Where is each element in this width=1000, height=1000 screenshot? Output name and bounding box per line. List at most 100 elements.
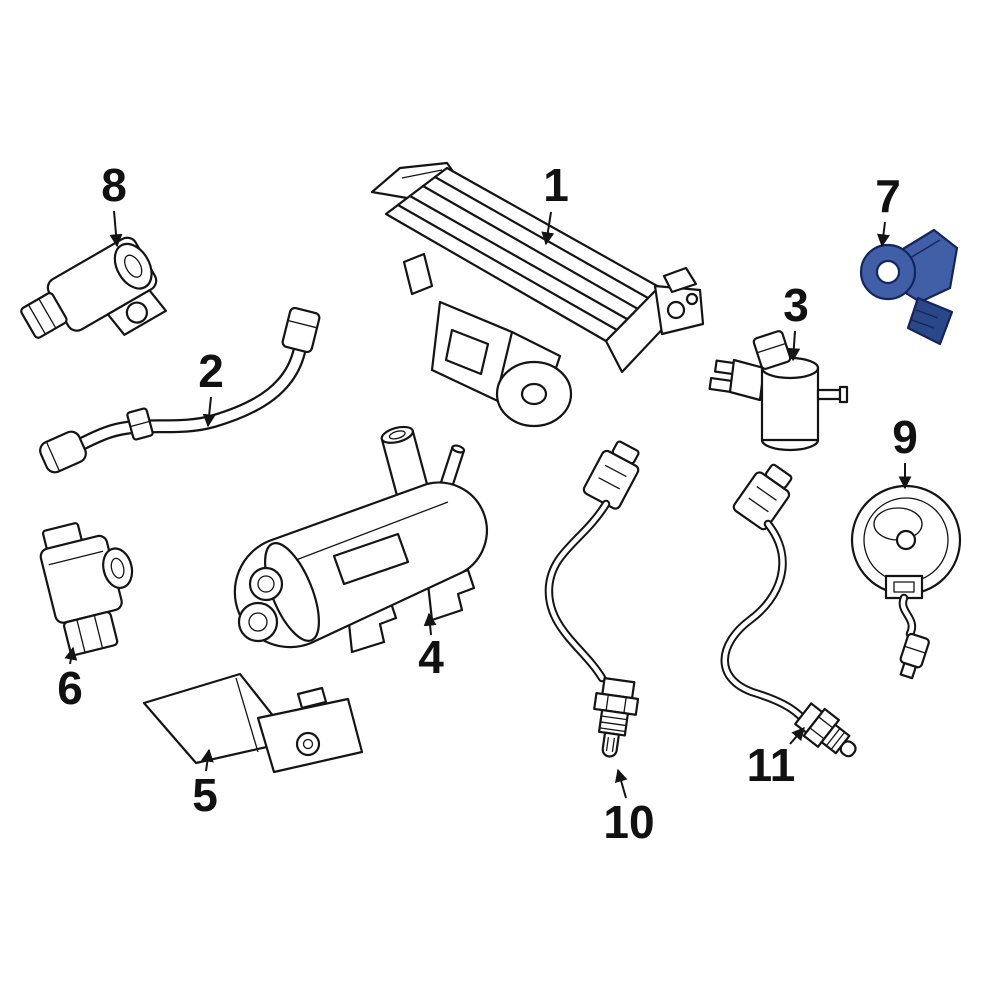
part-8-boss-hole bbox=[124, 254, 143, 278]
part-2-tube-drawing bbox=[39, 306, 321, 474]
part-4-port-lower bbox=[237, 601, 279, 643]
part-4-port-upper-hole bbox=[257, 575, 275, 593]
callout-4-arrow bbox=[423, 612, 437, 636]
part-4-canister-drawing bbox=[233, 425, 488, 654]
part-4-neck-hole bbox=[388, 430, 406, 440]
callout-3-label: 3 bbox=[783, 279, 809, 331]
part-7-ridge-line bbox=[909, 239, 941, 259]
part-1-small-stub bbox=[402, 252, 434, 296]
callout-5-label: 5 bbox=[192, 769, 218, 821]
callout-7-label: 7 bbox=[875, 170, 901, 222]
part-4-endcap bbox=[264, 542, 320, 642]
part-10-connector-lines bbox=[598, 464, 627, 490]
callout-6-label: 6 bbox=[57, 662, 83, 714]
callout-1-arrow bbox=[541, 211, 555, 246]
part-7-connector bbox=[906, 296, 954, 346]
part-1-plate-window bbox=[444, 328, 490, 376]
part-7-ring-hole bbox=[875, 259, 901, 285]
part-8-mount-hole bbox=[125, 301, 148, 324]
callout-11-arrow bbox=[789, 727, 805, 745]
callout-4-label: 4 bbox=[418, 631, 444, 683]
part-3-top-connector-line bbox=[756, 342, 786, 354]
part-5-protector-drawing bbox=[142, 672, 364, 774]
part-5-tab bbox=[296, 686, 328, 710]
part-10-hex-facets bbox=[605, 694, 627, 714]
part-11-connector bbox=[732, 471, 791, 531]
callout-6-arrow bbox=[64, 646, 78, 665]
part-2-end-fitting-line bbox=[45, 441, 61, 472]
part-3-side-block bbox=[728, 358, 766, 402]
part-11-thread-lines bbox=[825, 728, 846, 750]
callout-1: 1 bbox=[541, 159, 569, 246]
callout-8-arrow bbox=[109, 210, 123, 248]
part-4-port-upper bbox=[248, 566, 284, 602]
part-1-flange-hole bbox=[520, 382, 548, 406]
part-4-port-lower-hole bbox=[248, 612, 268, 632]
part-5-hole-center bbox=[302, 738, 314, 750]
part-3-body-bottom-arc bbox=[760, 438, 820, 452]
part-5-fold-line bbox=[235, 677, 259, 753]
callout-1-label: 1 bbox=[543, 159, 569, 211]
part-11-oxygen-sensor-drawing bbox=[720, 463, 857, 758]
part-1-flange bbox=[495, 360, 573, 428]
part-9-bracket-slot bbox=[893, 581, 915, 593]
part-10-connector bbox=[582, 449, 640, 510]
callout-5-arrow bbox=[200, 748, 214, 772]
callout-8: 8 bbox=[101, 159, 127, 248]
callout-8-label: 8 bbox=[101, 159, 127, 211]
part-2-top-fitting bbox=[281, 306, 321, 354]
part-3-nipple bbox=[816, 388, 842, 401]
part-10-thread-lines bbox=[599, 715, 628, 733]
callout-6: 6 bbox=[57, 646, 83, 714]
part-3-top-connector bbox=[752, 330, 792, 370]
part-1-end-tab bbox=[662, 266, 698, 294]
part-6-sensor-drawing bbox=[39, 522, 134, 657]
callout-4: 4 bbox=[418, 612, 444, 683]
part-9-connector-line bbox=[904, 645, 926, 654]
part-2-top-fitting-line bbox=[287, 319, 318, 329]
part-9-valve-drawing bbox=[850, 484, 962, 680]
part-11-cable-inner bbox=[722, 521, 807, 723]
part-5-hole bbox=[295, 731, 321, 757]
callout-7: 7 bbox=[875, 170, 901, 248]
part-2-clip-line bbox=[130, 420, 150, 428]
part-9-hose-inner bbox=[900, 595, 915, 637]
part-4-label-panel bbox=[332, 532, 410, 586]
callout-10: 10 bbox=[603, 768, 655, 848]
part-3-purge-valve-drawing bbox=[708, 330, 849, 452]
part-3-nipple-end bbox=[838, 385, 849, 404]
callout-2: 2 bbox=[198, 345, 224, 428]
part-11-hex-facets bbox=[809, 716, 834, 740]
callout-2-arrow bbox=[202, 396, 216, 428]
callout-9: 9 bbox=[892, 411, 918, 490]
part-10-cable-inner bbox=[546, 501, 609, 681]
callout-10-label: 10 bbox=[603, 796, 654, 848]
part-11-cable-outline bbox=[720, 519, 809, 725]
part-10-tip-slots bbox=[605, 737, 616, 752]
callout-7-arrow bbox=[877, 221, 890, 248]
part-11-tip bbox=[839, 740, 857, 758]
callout-5: 5 bbox=[192, 748, 218, 821]
part-1-bolt-hole-large bbox=[666, 300, 686, 320]
part-9-center-port bbox=[895, 529, 917, 551]
part-2-end-fitting bbox=[39, 430, 87, 474]
part-7-knock-sensor-drawing bbox=[859, 228, 959, 346]
part-1-top-tab-line bbox=[401, 169, 443, 179]
callout-11: 11 bbox=[747, 727, 805, 791]
part-1-bolt-hole-small bbox=[685, 292, 699, 306]
part-4-seam bbox=[295, 501, 449, 561]
part-7-connector-lines bbox=[911, 309, 939, 329]
callout-3-arrow bbox=[787, 330, 801, 362]
part-8-connector-ribs bbox=[27, 298, 57, 335]
part-6-body-line bbox=[48, 550, 104, 566]
part-6-connector-ribs bbox=[76, 615, 104, 653]
part-2-tube-inner bbox=[63, 343, 305, 456]
part-6-boss bbox=[102, 547, 134, 589]
part-9-connector-tip bbox=[899, 661, 917, 680]
part-4-neck-top bbox=[380, 425, 414, 444]
part-11-connector-lines bbox=[748, 486, 777, 513]
part-8-sensor-drawing bbox=[20, 236, 168, 339]
part-4-nipple-top bbox=[451, 444, 466, 454]
